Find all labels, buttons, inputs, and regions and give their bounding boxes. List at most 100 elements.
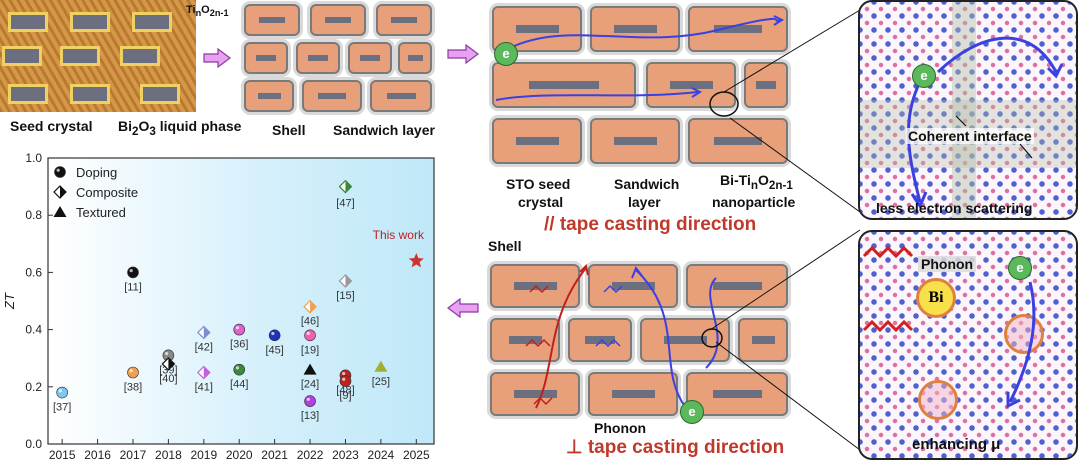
data-point [127, 366, 139, 379]
x-tick-label: 2023 [332, 448, 359, 460]
sandwich-layer-label: Sandwich layer [333, 122, 435, 138]
x-tick-label: 2018 [155, 448, 182, 460]
data-point [304, 395, 316, 407]
x-tick-label: 2020 [226, 448, 253, 460]
bi-atom-icon: Bi [916, 278, 956, 318]
reference-label: [13] [301, 410, 319, 422]
x-tick-label: 2024 [368, 448, 395, 460]
perpendicular-direction-label: ⊥ tape casting direction [566, 437, 785, 458]
electron-icon: e [912, 64, 936, 88]
y-tick-label: 0.6 [25, 265, 42, 279]
reference-label: [44] [230, 379, 248, 391]
data-point-highlight [342, 377, 346, 381]
arrow-left-icon [447, 298, 479, 318]
y-tick-label: 0.2 [25, 380, 42, 394]
reference-label: [45] [265, 344, 283, 356]
y-tick-label: 1.0 [25, 151, 42, 165]
legend-marker-half [60, 186, 66, 198]
sto-seed-label: STO seed [506, 176, 571, 192]
x-tick-label: 2022 [297, 448, 324, 460]
legend-label: Doping [76, 165, 117, 180]
tin-formula-label: TinO2n-1 [186, 4, 229, 19]
legend-label: Textured [76, 205, 126, 220]
less-scattering-label: less electron scattering [876, 200, 1033, 216]
electron-icon: e [680, 400, 704, 424]
coherent-interface-label: Coherent interface [906, 128, 1034, 144]
zt-chart: 0.0 0.2 0.4 0.6 0.8 1.0 2015 2016 2017 2018 2019 20… [0, 148, 440, 460]
zt-scatter-plot: 0.0 0.2 0.4 0.6 0.8 1.0 2015 2016 2017 2018 2019 20… [2, 151, 435, 460]
reference-label: [15] [336, 290, 354, 302]
data-point-half [203, 366, 210, 379]
crystal-label: crystal [518, 194, 564, 210]
electron-icon: e [1008, 256, 1032, 280]
data-point [303, 363, 317, 375]
x-tick-label: 2025 [403, 448, 430, 460]
seed-crystal-label: Seed crystal [10, 118, 93, 134]
legend-label: Composite [76, 185, 138, 200]
data-point-highlight [129, 269, 133, 273]
data-point [304, 329, 316, 342]
data-point [339, 375, 352, 387]
reference-label: [37] [53, 402, 71, 414]
legend-marker-highlight [56, 168, 60, 172]
shell-label-bottom: Shell [488, 238, 522, 254]
liquid-phase-label: Bi2O3 liquid phase [118, 118, 242, 138]
data-point-highlight [235, 366, 240, 370]
coherent-interface-zoom: e Coherent interface less electron scatt… [858, 0, 1078, 220]
reference-label: [38] [124, 382, 142, 394]
data-point-highlight [271, 331, 275, 336]
reference-label: [9] [339, 390, 351, 402]
data-point-half [310, 300, 317, 313]
y-axis-label: ZT [2, 292, 17, 310]
data-point [56, 386, 68, 399]
x-tick-label: 2017 [120, 448, 147, 460]
arrow-right-icon [203, 48, 231, 68]
nanoparticle-label: nanoparticle [712, 194, 796, 210]
phonon-scattering-zoom: Phonon Bi e enhancing μ [858, 230, 1078, 460]
data-point [268, 329, 281, 342]
x-tick-label: 2016 [84, 448, 111, 460]
parallel-brick-array [488, 0, 793, 170]
phonon-zoom-label: Phonon [918, 256, 977, 272]
y-tick-label: 0.0 [25, 437, 42, 451]
liquid-phase-micrograph [0, 0, 196, 112]
arrow-right-icon [447, 44, 479, 64]
reference-label: [46] [301, 316, 319, 328]
reference-label: [24] [301, 379, 319, 391]
data-point [374, 360, 388, 372]
x-tick-label: 2015 [49, 448, 76, 460]
reference-label: [19] [301, 344, 319, 356]
data-point-highlight [235, 326, 240, 330]
data-point-highlight [129, 369, 133, 373]
electron-icon: e [494, 42, 518, 66]
data-point [127, 266, 139, 279]
x-tick-label: 2021 [261, 448, 288, 460]
phonon-label: Phonon [594, 420, 647, 436]
reference-label: [48] [336, 384, 354, 396]
shell-brick-array [238, 0, 433, 118]
data-point [233, 363, 246, 376]
parallel-direction-label: // tape casting direction [544, 214, 757, 235]
layer-label: layer [628, 194, 661, 210]
data-point-highlight [165, 351, 169, 356]
y-tick-label: 0.4 [25, 323, 42, 337]
reference-label: [42] [195, 341, 213, 353]
x-tick-label: 2019 [190, 448, 217, 460]
perpendicular-brick-array [486, 258, 792, 426]
data-point [408, 253, 424, 268]
reference-label: [41] [195, 382, 213, 394]
legend-marker [54, 166, 66, 178]
data-point-highlight [306, 397, 310, 401]
y-tick-label: 0.8 [25, 208, 42, 222]
data-point [233, 323, 246, 336]
data-point-half [345, 274, 352, 287]
bi-tin-label: Bi-TinO2n-1 [720, 172, 793, 192]
reference-label: [47] [336, 198, 354, 210]
plot-area [47, 157, 435, 445]
sandwich-label: Sandwich [614, 176, 680, 192]
data-point-highlight [58, 389, 62, 393]
reference-label: [40] [159, 373, 177, 385]
enhancing-mu-label: enhancing μ [912, 436, 1001, 453]
data-point-half [168, 357, 175, 370]
data-point-half [203, 326, 210, 339]
